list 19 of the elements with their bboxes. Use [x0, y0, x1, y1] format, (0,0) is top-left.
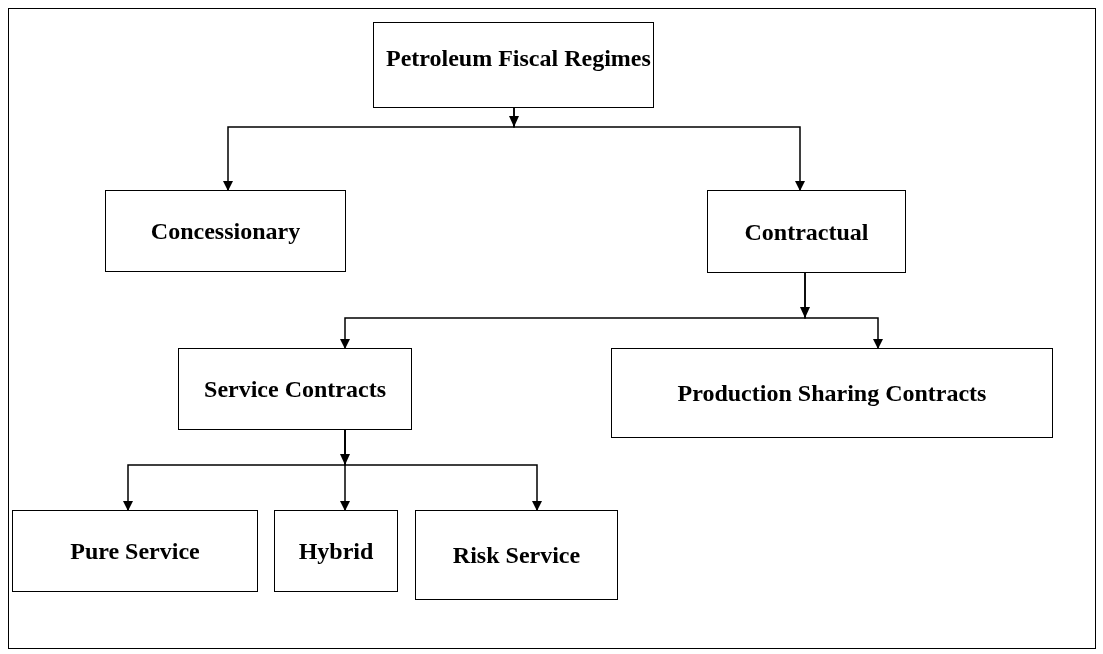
category-box	[12, 510, 258, 592]
category-box	[611, 348, 1053, 438]
box-label: Hybrid	[298, 537, 374, 566]
box-label: Contractual	[744, 217, 869, 247]
connector-arrow	[344, 429, 542, 511]
category-box	[178, 348, 412, 430]
category-box	[707, 190, 906, 273]
connector-arrow	[513, 107, 805, 191]
box-label: Concessionary	[150, 217, 301, 246]
box-label: Pure Service	[70, 537, 200, 566]
category-box	[105, 190, 346, 272]
box-label: Production Sharing Contracts	[677, 379, 987, 408]
category-box	[415, 510, 618, 600]
connector-arrow	[804, 272, 883, 349]
box-label: Risk Service	[452, 541, 581, 570]
category-box	[274, 510, 398, 592]
box-label: Service Contracts	[204, 375, 386, 404]
category-box	[373, 22, 654, 108]
box-label: Petroleum Fiscal Regimes	[386, 44, 651, 73]
